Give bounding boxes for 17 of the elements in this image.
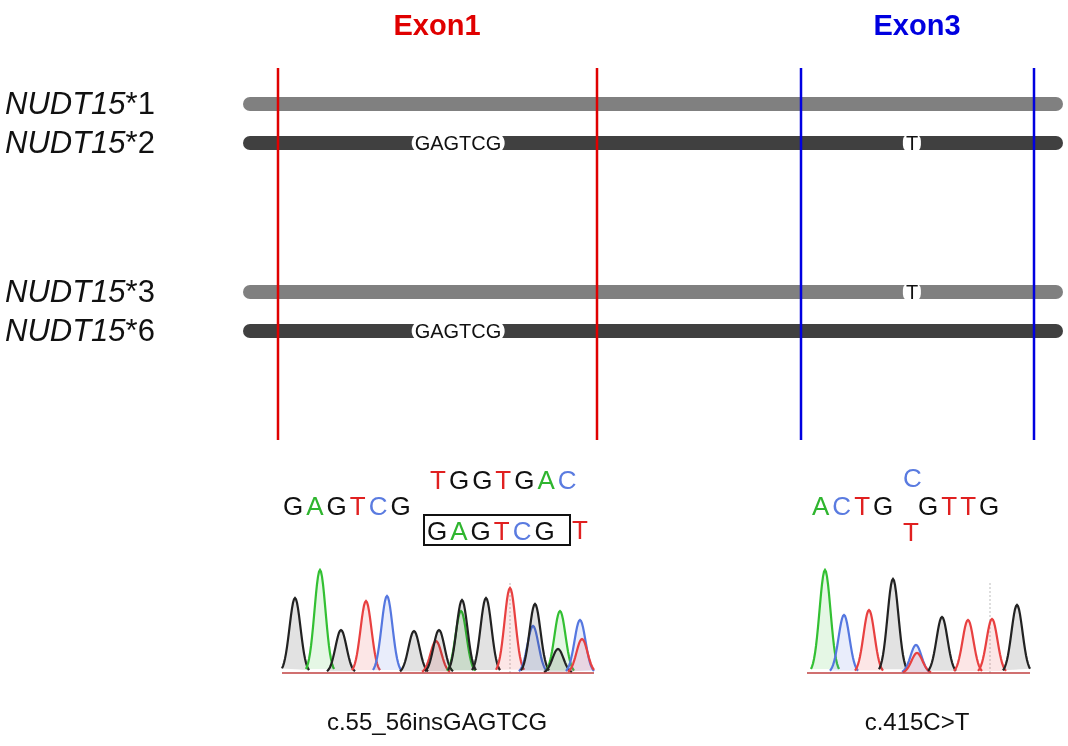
variant-label: c.415C>T bbox=[864, 708, 970, 736]
base-sequence: GAGTCG bbox=[427, 517, 558, 545]
base-call: T bbox=[572, 516, 591, 544]
variant-label: c.55_56insGAGTCG bbox=[326, 708, 548, 736]
inserted-sequence-box bbox=[423, 514, 571, 546]
base-sequence: GAGTCG bbox=[283, 492, 414, 520]
base-call: C bbox=[903, 464, 925, 492]
exon-title: Exon1 bbox=[393, 8, 481, 42]
allele-name: NUDT15*3 bbox=[5, 275, 155, 309]
base-sequence: TGGTGAC bbox=[430, 466, 580, 494]
base-call: T bbox=[903, 518, 922, 546]
allele-name: NUDT15*1 bbox=[5, 87, 155, 121]
base-sequence: ACTG bbox=[812, 492, 897, 520]
allele-name: NUDT15*6 bbox=[5, 314, 155, 348]
exon-title: Exon3 bbox=[873, 8, 961, 42]
allele-name: NUDT15*2 bbox=[5, 126, 155, 160]
base-sequence: GTTG bbox=[918, 492, 1003, 520]
